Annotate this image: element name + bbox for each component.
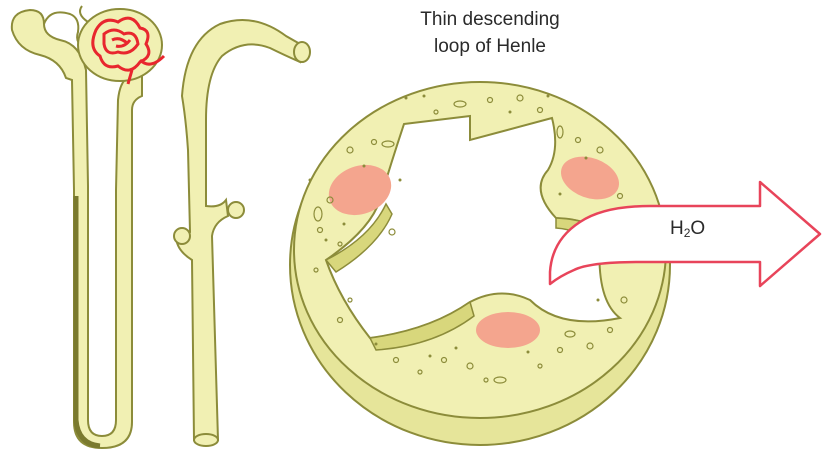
ascending-limb [176, 20, 300, 440]
title-line-2: loop of Henle [340, 33, 640, 60]
water-label-suffix: O [690, 218, 705, 239]
tube-end-side-1 [228, 202, 244, 218]
water-label-main: H [670, 218, 684, 239]
water-label: H2O [670, 218, 705, 240]
diagram-title: Thin descending loop of Henle [340, 6, 640, 60]
nephron [12, 6, 310, 448]
title-line-1: Thin descending [340, 6, 640, 33]
tube-end-side-2 [174, 228, 190, 244]
tube-end-top [294, 42, 310, 62]
nucleus-bottom [476, 312, 540, 348]
tube-end-bottom [194, 434, 218, 446]
